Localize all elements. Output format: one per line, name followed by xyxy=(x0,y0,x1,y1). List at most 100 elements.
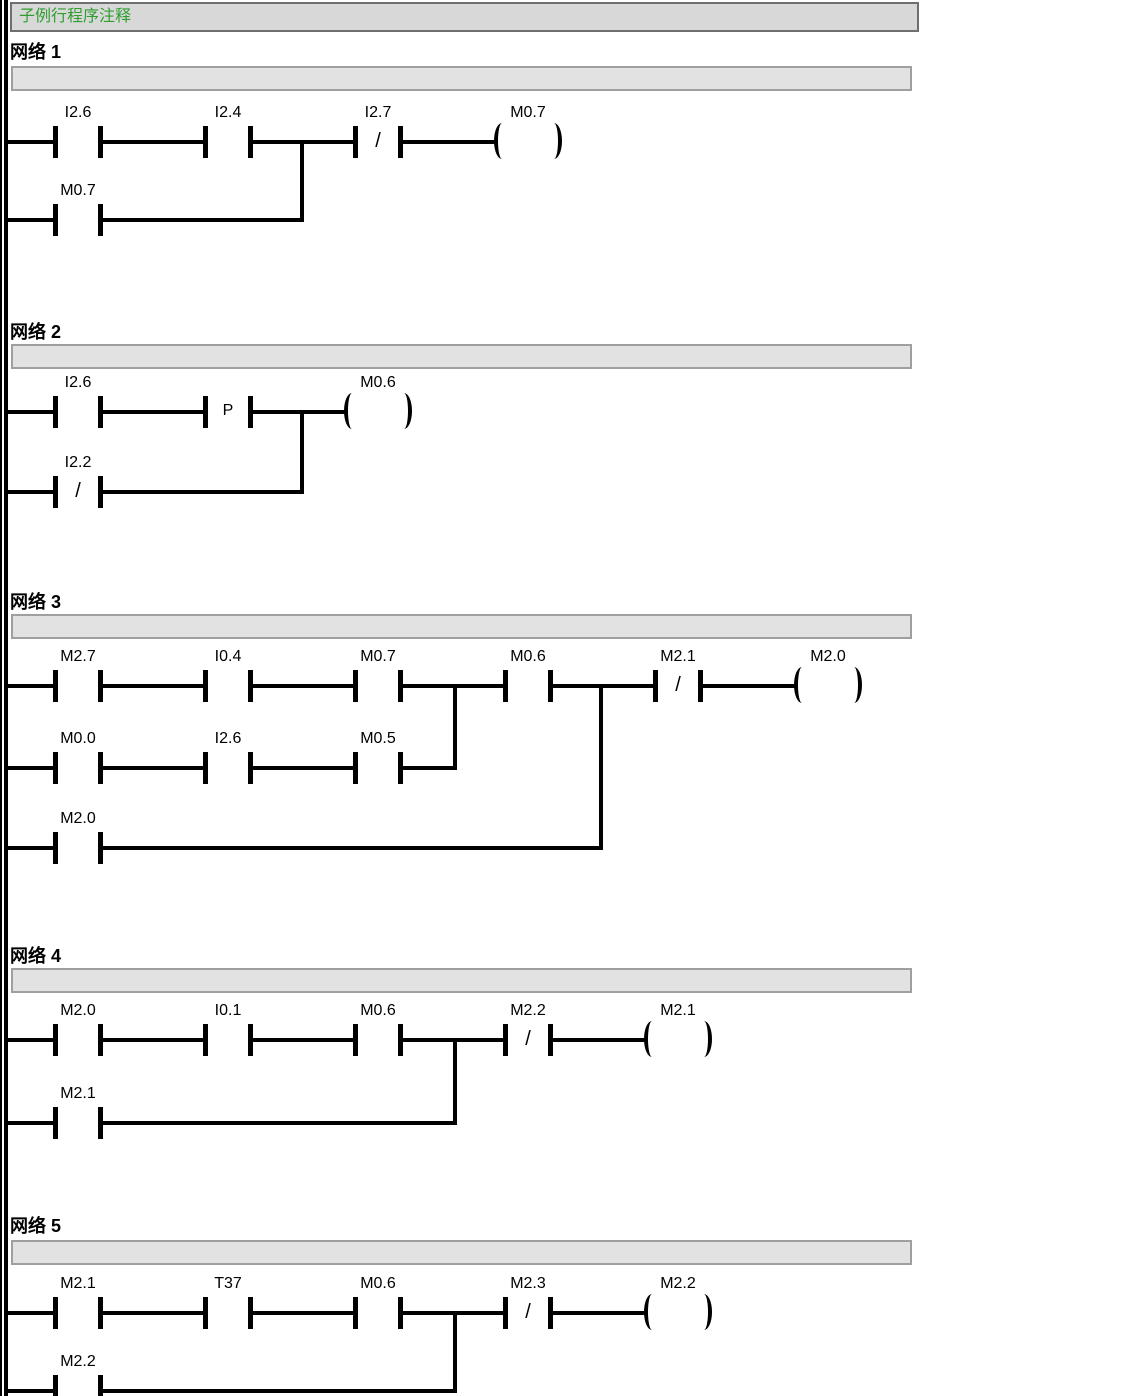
no-contact-m0-6[interactable]: M0.6 xyxy=(318,1002,438,1058)
nc-contact-m2-1[interactable]: M2.1 / xyxy=(618,648,738,704)
operand-label[interactable]: M2.2 xyxy=(660,1275,696,1292)
no-contact-m0-0[interactable]: M0.0 xyxy=(18,730,138,786)
page-left-border xyxy=(0,0,2,1396)
wire-horizontal xyxy=(103,846,603,850)
network-title[interactable]: 网络 5 xyxy=(10,1216,62,1236)
nc-contact-i2-2[interactable]: I2.2/ xyxy=(18,454,138,510)
network-comment-bar[interactable] xyxy=(11,968,912,993)
nc-contact-m2-3[interactable]: M2.3 / xyxy=(468,1275,588,1331)
coil-m0-6[interactable]: M0.6 xyxy=(318,374,438,430)
network-comment-bar[interactable] xyxy=(11,1240,912,1265)
operand-label[interactable]: M2.3 xyxy=(510,1275,546,1292)
operand-label[interactable]: M0.6 xyxy=(360,1275,396,1292)
operand-label[interactable]: M2.2 xyxy=(510,1002,546,1019)
no-contact-i2-6[interactable]: I2.6 xyxy=(18,374,138,430)
wire-horizontal xyxy=(4,1311,54,1315)
no-contact-i2-6[interactable]: I2.6 xyxy=(18,104,138,160)
no-contact-m2-2[interactable]: M2.2 xyxy=(18,1353,138,1396)
operand-label[interactable]: M2.0 xyxy=(60,1002,96,1019)
wire-vertical xyxy=(453,1311,457,1393)
no-contact-m2-0[interactable]: M2.0 xyxy=(18,810,138,866)
wire-horizontal xyxy=(103,684,204,688)
subroutine-comment-bar[interactable]: 子例行程序注释 xyxy=(10,2,919,32)
network-title[interactable]: 网络 3 xyxy=(10,592,62,612)
network-comment-bar[interactable] xyxy=(11,614,912,639)
operand-label[interactable]: M2.0 xyxy=(60,810,96,827)
no-contact-m0-7[interactable]: M0.7 xyxy=(318,648,438,704)
operand-label[interactable]: M0.6 xyxy=(510,648,546,665)
contact-bar-left xyxy=(503,1297,508,1329)
wire-horizontal xyxy=(4,766,54,770)
contact-bar-left xyxy=(53,752,58,784)
contact-bar-left xyxy=(503,1024,508,1056)
operand-label[interactable]: M0.7 xyxy=(60,182,96,199)
contact-bar-right xyxy=(98,476,103,508)
operand-label[interactable]: M2.0 xyxy=(810,648,846,665)
network-comment-bar[interactable] xyxy=(11,66,912,91)
coil-m0-7[interactable]: M0.7 xyxy=(468,104,588,160)
no-contact-m2-1[interactable]: M2.1 xyxy=(18,1275,138,1331)
operand-label[interactable]: I0.4 xyxy=(214,648,242,665)
nc-slash-glyph: / xyxy=(675,674,681,696)
nc-contact-m2-2[interactable]: M2.2/ xyxy=(468,1002,588,1058)
operand-label[interactable]: M2.2 xyxy=(60,1353,96,1370)
contact-bar-right xyxy=(248,396,253,428)
operand-label[interactable]: T37 xyxy=(214,1275,242,1292)
wire-horizontal xyxy=(253,766,354,770)
operand-label[interactable]: M2.1 xyxy=(660,1002,696,1019)
operand-label[interactable]: I2.2 xyxy=(64,454,92,471)
operand-label[interactable]: M0.5 xyxy=(360,730,396,747)
network-comment-bar[interactable] xyxy=(11,344,912,369)
contact-bar-right xyxy=(98,204,103,236)
no-contact-i0-1[interactable]: I0.1 xyxy=(168,1002,288,1058)
operand-label[interactable]: M0.7 xyxy=(510,104,546,121)
contact-bar-right xyxy=(398,1297,403,1329)
operand-label[interactable]: I2.6 xyxy=(64,374,92,391)
contact-bar-right xyxy=(98,1024,103,1056)
no-contact-i2-6[interactable]: I2.6 xyxy=(168,730,288,786)
operand-label[interactable]: M2.7 xyxy=(60,648,96,665)
operand-label[interactable]: I2.6 xyxy=(64,104,92,121)
power-rail xyxy=(4,0,8,1396)
nc-slash-glyph: / xyxy=(525,1301,531,1323)
operand-label[interactable]: I0.1 xyxy=(214,1002,242,1019)
operand-label[interactable]: I2.7 xyxy=(364,104,392,121)
nc-contact-i2-7[interactable]: I2.7/ xyxy=(318,104,438,160)
contact-bar-left xyxy=(353,126,358,158)
coil-paren-left-icon xyxy=(344,393,360,429)
operand-label[interactable]: M2.1 xyxy=(60,1085,96,1102)
no-contact-m0-6[interactable]: M0.6 xyxy=(468,648,588,704)
operand-label[interactable]: I2.6 xyxy=(214,730,242,747)
coil-m2-1[interactable]: M2.1 xyxy=(618,1002,738,1058)
network-title[interactable]: 网络 2 xyxy=(10,322,62,342)
operand-label[interactable]: M0.0 xyxy=(60,730,96,747)
operand-label[interactable]: M0.6 xyxy=(360,374,396,391)
contact-bar-left xyxy=(53,396,58,428)
contact-bar-right xyxy=(548,670,553,702)
no-contact-m0-6[interactable]: M0.6 xyxy=(318,1275,438,1331)
network-title[interactable]: 网络 4 xyxy=(10,946,62,966)
no-contact-t37[interactable]: T37 xyxy=(168,1275,288,1331)
no-contact-i0-4[interactable]: I0.4 xyxy=(168,648,288,704)
operand-label[interactable]: M2.1 xyxy=(60,1275,96,1292)
edge-contact-p[interactable]: P xyxy=(168,374,288,430)
no-contact-m0-5[interactable]: M0.5 xyxy=(318,730,438,786)
contact-bar-right xyxy=(248,752,253,784)
coil-m2-0[interactable]: M2.0 xyxy=(768,648,888,704)
no-contact-m2-7[interactable]: M2.7 xyxy=(18,648,138,704)
contact-bar-left xyxy=(53,1297,58,1329)
no-contact-m2-1[interactable]: M2.1 xyxy=(18,1085,138,1141)
coil-m2-2[interactable]: M2.2 xyxy=(618,1275,738,1331)
network-title[interactable]: 网络 1 xyxy=(10,42,62,62)
operand-label[interactable]: M2.1 xyxy=(660,648,696,665)
no-contact-m0-7[interactable]: M0.7 xyxy=(18,182,138,238)
contact-bar-left xyxy=(53,1024,58,1056)
wire-horizontal xyxy=(4,218,54,222)
operand-label[interactable]: M0.6 xyxy=(360,1002,396,1019)
operand-label[interactable]: M0.7 xyxy=(360,648,396,665)
no-contact-i2-4[interactable]: I2.4 xyxy=(168,104,288,160)
operand-label[interactable]: I2.4 xyxy=(214,104,242,121)
contact-bar-left xyxy=(53,476,58,508)
no-contact-m2-0[interactable]: M2.0 xyxy=(18,1002,138,1058)
contact-bar-left xyxy=(53,832,58,864)
